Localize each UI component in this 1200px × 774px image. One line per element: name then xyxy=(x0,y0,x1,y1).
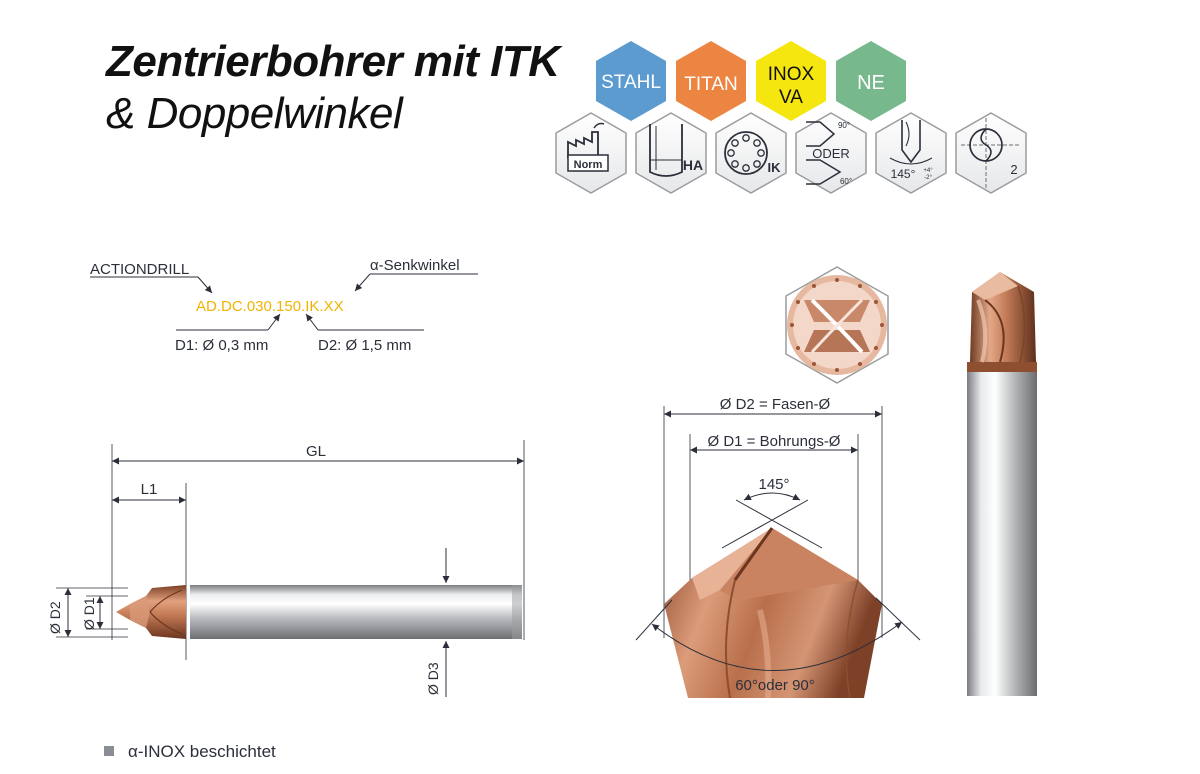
coating-legend-text: α-INOX beschichtet xyxy=(128,742,276,761)
norm-icon: Norm xyxy=(555,112,627,194)
d2-dim-label: Ø D2 xyxy=(47,601,63,634)
point-angle-label: 145° xyxy=(891,167,916,181)
hex-ne: NE xyxy=(836,41,906,121)
drill-product-render xyxy=(967,272,1037,696)
coating-legend: α-INOX beschichtet xyxy=(104,742,276,762)
hex-titan: TITAN xyxy=(676,41,746,121)
front-view-hex xyxy=(785,266,889,384)
ha-shank-icon: HA xyxy=(635,112,707,194)
d1-dim-label: Ø D1 xyxy=(81,597,97,630)
material-label-titan: TITAN xyxy=(684,74,737,95)
d1-detail-label: Ø D1 = Bohrungs-Ø xyxy=(708,433,841,450)
flutes-count: 2 xyxy=(1010,162,1017,177)
order-code: AD.DC.030.150.IK.XX xyxy=(196,298,344,315)
d2-code-label: D2: Ø 1,5 mm xyxy=(318,337,411,354)
norm-icon-label: Norm xyxy=(574,159,603,171)
double-angle-bottom: 60° xyxy=(840,177,852,186)
flutes-icon: 2 xyxy=(955,112,1027,194)
d2-detail-label: Ø D2 = Fasen-Ø xyxy=(720,396,831,413)
d3-dim-label: Ø D3 xyxy=(425,662,441,695)
point-angle-tol-plus: +4° xyxy=(923,168,933,174)
tip-angle-label: 145° xyxy=(758,476,789,493)
l1-label: L1 xyxy=(141,481,158,498)
point-angle-icon: 145° +4° -2° xyxy=(875,112,947,194)
d1-code-label: D1: Ø 0,3 mm xyxy=(175,337,268,354)
material-label-va: VA xyxy=(779,87,803,108)
gl-label: GL xyxy=(306,443,326,460)
point-angle-tol-minus: -2° xyxy=(924,175,932,181)
material-label-ne: NE xyxy=(857,72,885,94)
ha-icon-label: HA xyxy=(683,157,703,173)
order-code-diagram: ACTIONDRILL α-Senkwinkel AD.DC.030.150.I… xyxy=(90,257,478,354)
double-angle-oder: ODER xyxy=(812,146,850,161)
material-label-stahl: STAHL xyxy=(601,72,661,93)
hex-stahl: STAHL xyxy=(596,41,666,121)
page-subtitle: & Doppelwinkel xyxy=(106,89,403,138)
material-label-inox: INOX xyxy=(768,64,815,85)
legend-square-icon xyxy=(104,746,114,756)
hex-inox: INOX VA xyxy=(756,41,826,121)
brand-label: ACTIONDRILL xyxy=(90,261,189,278)
side-view-drawing: GL L1 Ø D2 Ø D1 Ø D3 xyxy=(47,440,525,697)
double-angle-top: 90° xyxy=(838,121,850,130)
double-angle-icon: 90° ODER 60° xyxy=(795,112,867,194)
ik-coolant-icon: IK xyxy=(715,112,787,194)
page-title: Zentrierbohrer mit ITK xyxy=(106,37,560,86)
tip-detail-drawing: Ø D2 = Fasen-Ø Ø D1 = Bohrungs-Ø 145° 60… xyxy=(635,396,921,699)
chamfer-angle-label: 60°oder 90° xyxy=(735,677,815,694)
angle-code-label: α-Senkwinkel xyxy=(370,257,460,274)
ik-icon-label: IK xyxy=(768,160,782,175)
